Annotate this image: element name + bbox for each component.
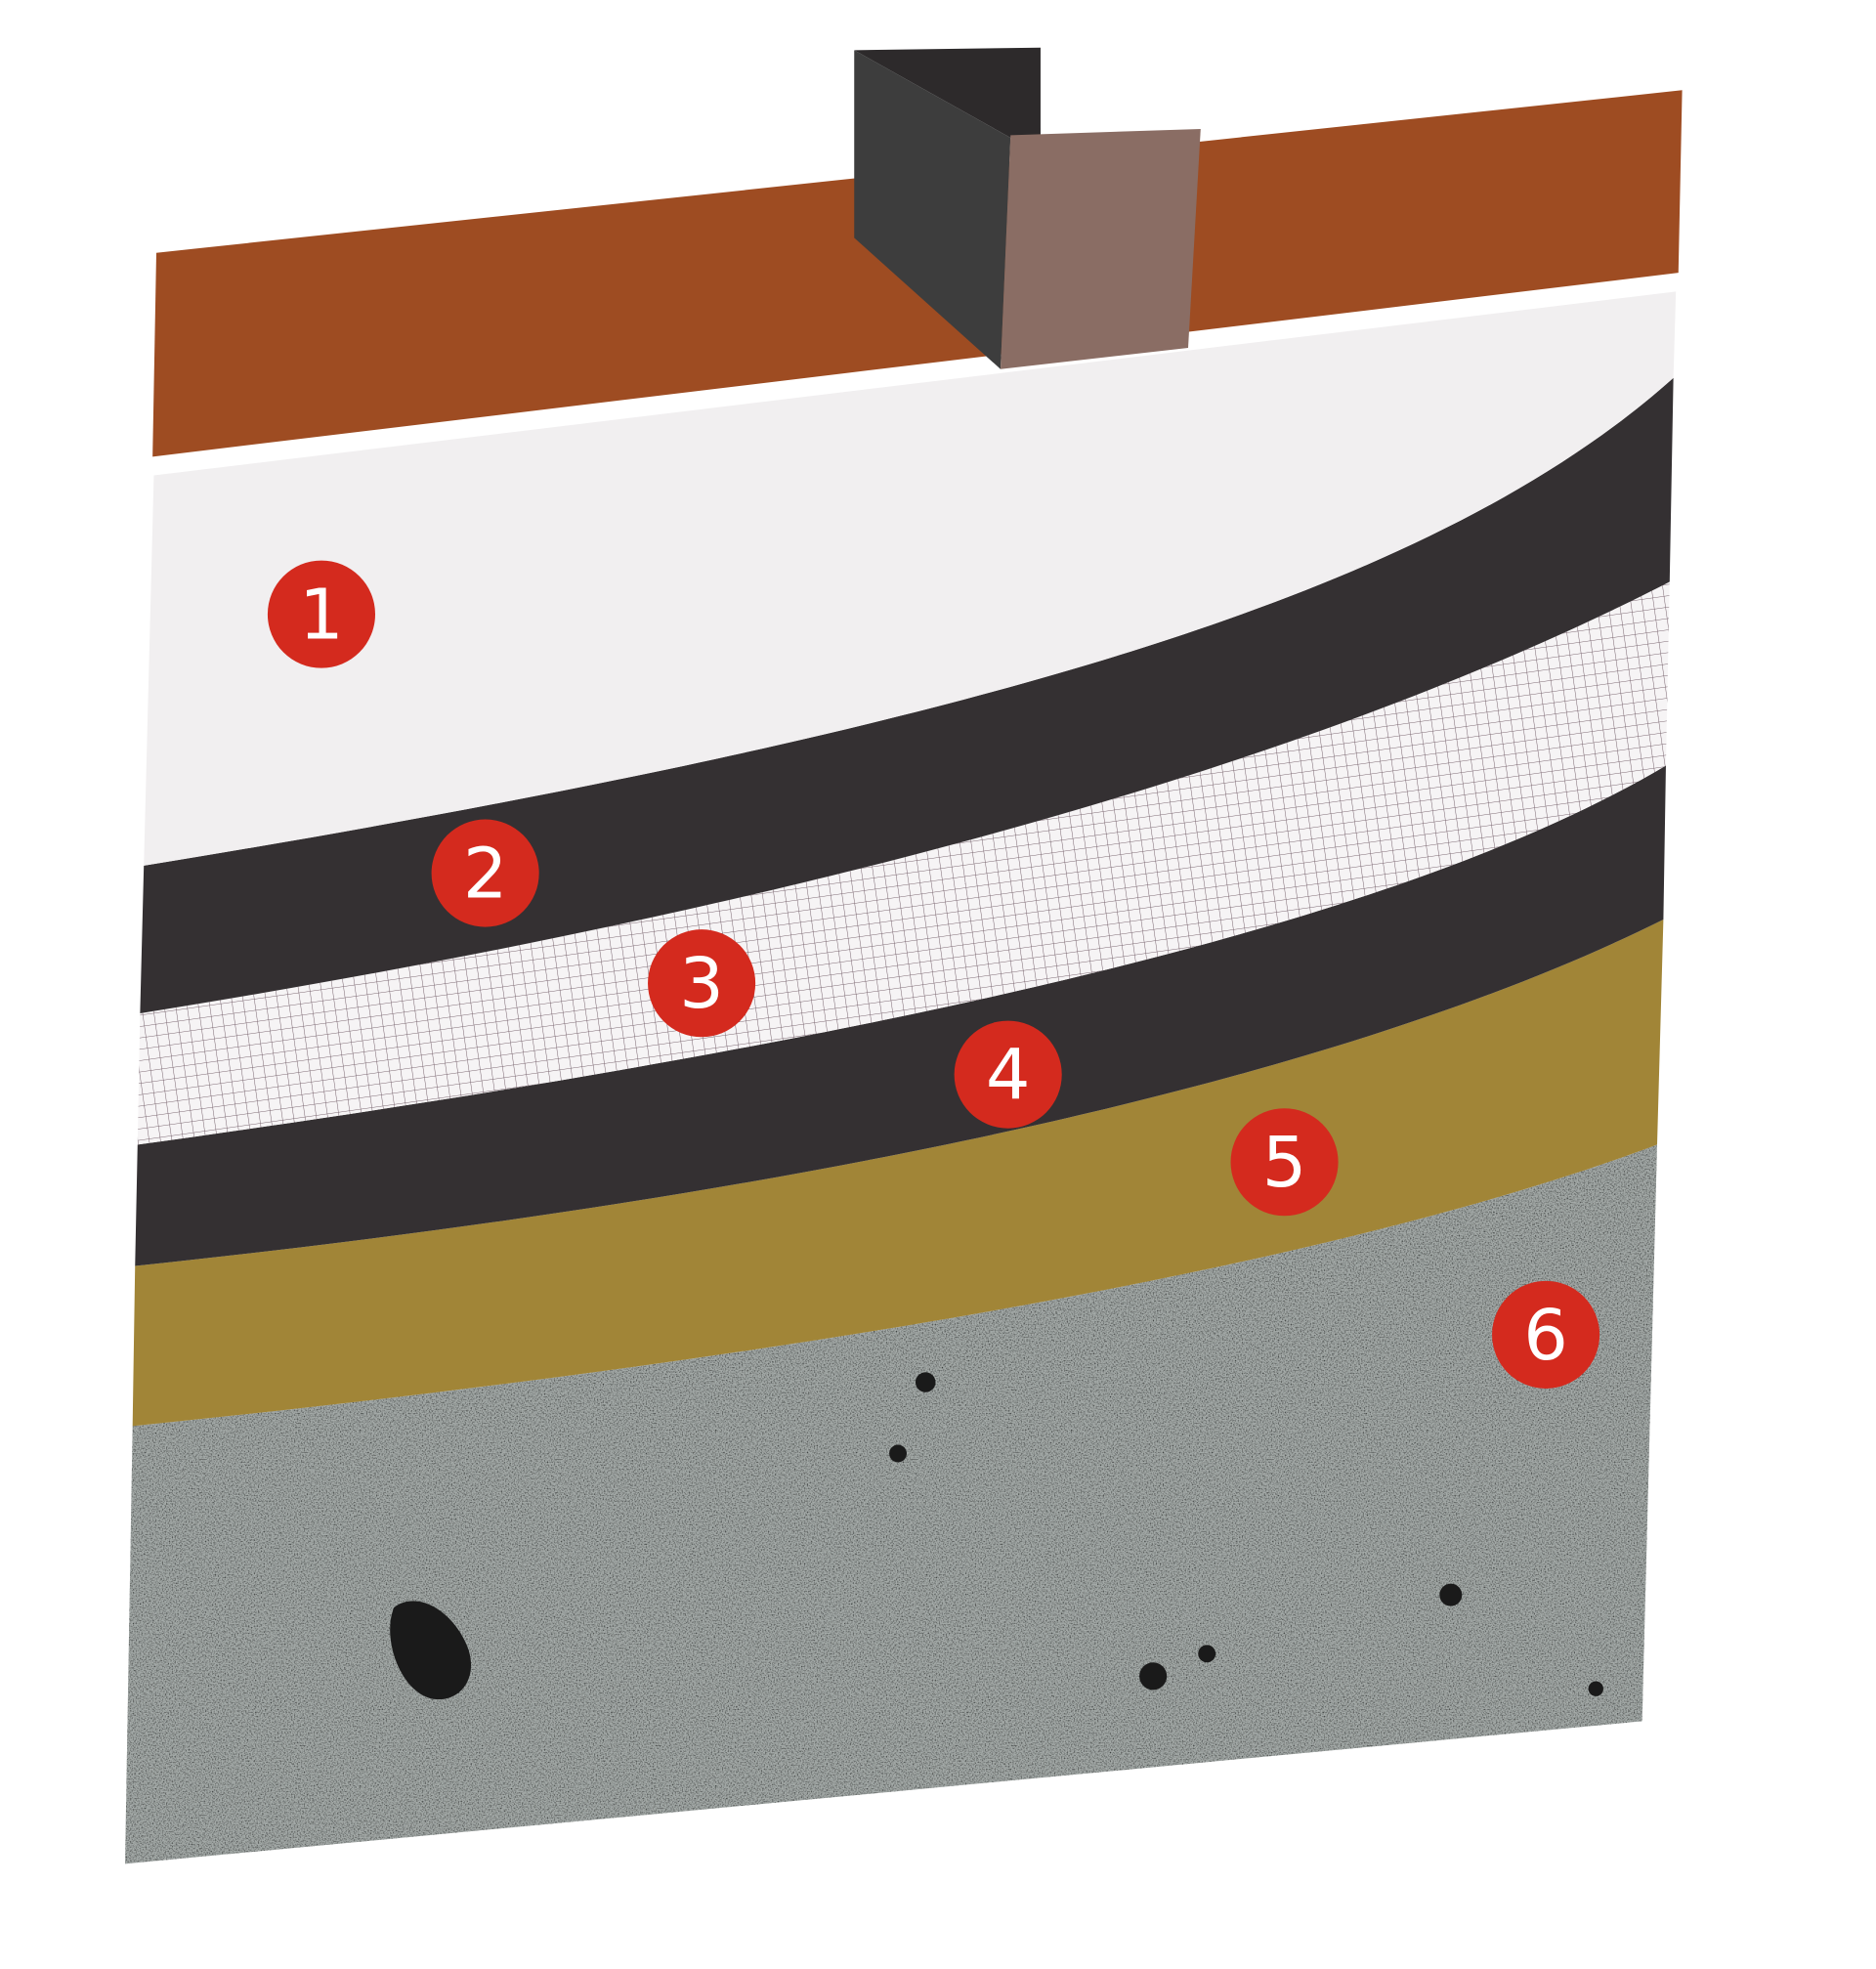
marker-label: 5	[1262, 1121, 1307, 1203]
marker-3: 3	[648, 929, 756, 1038]
marker-6: 6	[1492, 1280, 1600, 1389]
marker-4: 4	[954, 1020, 1062, 1129]
roof-vent	[854, 47, 1201, 369]
marker-5: 5	[1230, 1108, 1339, 1217]
marker-label: 1	[299, 574, 344, 656]
membrane-light-layer	[144, 291, 1677, 866]
marker-2: 2	[431, 819, 539, 927]
marker-label: 4	[986, 1034, 1031, 1116]
marker-1: 1	[267, 560, 375, 668]
primer-layer	[132, 919, 1664, 1427]
marker-label: 3	[679, 942, 724, 1024]
marker-label: 6	[1523, 1294, 1568, 1376]
bitumen-lower-layer	[135, 765, 1666, 1266]
vent-left-face	[854, 50, 1011, 369]
marker-label: 2	[463, 833, 508, 915]
reinforcement-mesh-layer	[137, 581, 1670, 1145]
vent-top-face	[854, 47, 1041, 138]
concrete-layer	[125, 1144, 1657, 1864]
concrete-aggregate-stones	[390, 1372, 1603, 1700]
vent-front-face	[1001, 128, 1201, 369]
